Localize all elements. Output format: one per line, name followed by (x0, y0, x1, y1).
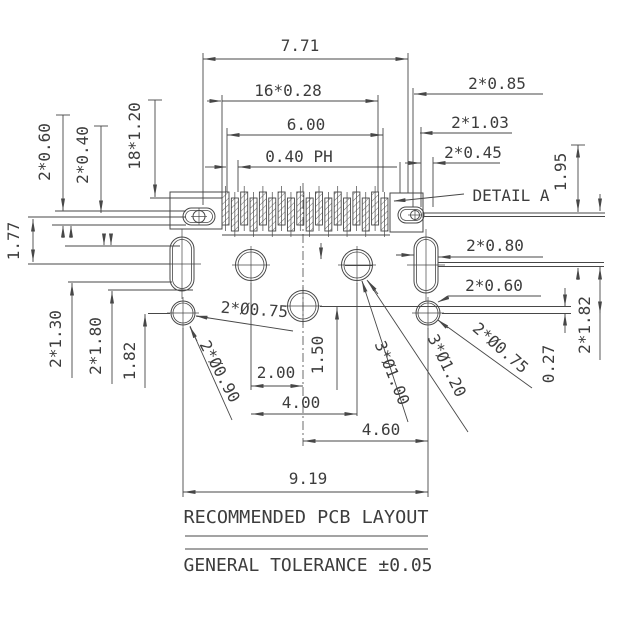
drawing-title: RECOMMENDED PCB LAYOUT (184, 508, 429, 528)
dim-pad-height: 18*1.20 (125, 102, 144, 169)
dim-hole-090: 2*Ø0.90 (196, 337, 244, 405)
dim-027: 0.27 (539, 345, 558, 384)
dim-total-width: 7.71 (281, 36, 320, 55)
hole-middle-left (232, 246, 270, 284)
hole-corner-right (412, 297, 444, 329)
oval-pad-right (397, 206, 425, 224)
dimension-arrowheads (31, 57, 602, 494)
dim-hole-120: 3*Ø1.20 (424, 331, 471, 400)
dim-182-left: 1.82 (120, 342, 139, 381)
dim-460: 4.60 (362, 420, 401, 439)
dim-hole-100: 3*Ø1.00 (371, 338, 414, 408)
mounting-slot-right (407, 229, 445, 301)
dim-left-040: 2*0.40 (73, 126, 92, 184)
dim-hole-075-left: 2*Ø0.75 (220, 298, 289, 322)
drawing-geometry (28, 53, 605, 550)
dim-150: 1.50 (308, 336, 327, 375)
dim-end-045: 2*0.45 (444, 143, 502, 162)
dim-hole-075-right: 2*Ø0.75 (469, 319, 532, 378)
title-block: RECOMMENDED PCB LAYOUT GENERAL TOLERANCE… (184, 508, 433, 576)
dim-slot-080: 2*0.80 (466, 236, 524, 255)
tolerance-note: GENERAL TOLERANCE ±0.05 (184, 556, 433, 576)
dim-end-085: 2*0.85 (468, 74, 526, 93)
dim-span-600: 6.00 (287, 115, 326, 134)
dimension-labels: 7.71 16*0.28 6.00 0.40 PH 2*0.85 2*1.03 … (4, 36, 594, 488)
detail-a-callout: DETAIL A (472, 186, 549, 205)
dimension-lines (28, 53, 605, 550)
oval-pad-left (182, 207, 216, 226)
dim-130: 2*1.30 (46, 310, 65, 368)
smt-pad-array (221, 186, 389, 237)
detail-box-left (169, 191, 223, 230)
dim-400: 4.00 (282, 393, 321, 412)
dim-195: 1.95 (551, 153, 570, 192)
dim-919: 9.19 (289, 469, 328, 488)
dim-left-060: 2*0.60 (35, 123, 54, 181)
dim-slot-060: 2*0.60 (465, 276, 523, 295)
dim-182-right: 2*1.82 (575, 296, 594, 354)
detail-box-right (389, 192, 424, 233)
dim-end-103: 2*1.03 (451, 113, 509, 132)
dim-180: 2*1.80 (86, 317, 105, 375)
hole-corner-left (167, 297, 199, 329)
dim-pitch: 0.40 PH (265, 147, 332, 166)
hole-middle-right (338, 246, 376, 284)
dim-pad-width: 16*0.28 (254, 81, 321, 100)
dim-200: 2.00 (257, 363, 296, 382)
dim-177: 1.77 (4, 222, 23, 261)
